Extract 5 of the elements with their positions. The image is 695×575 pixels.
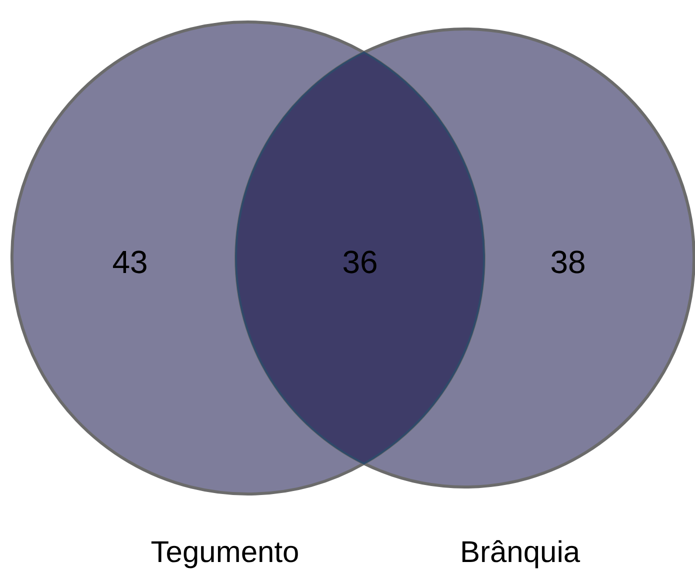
set-label: Tegumento xyxy=(150,538,300,568)
count-label: 43 xyxy=(112,246,148,278)
set-label: Brânquia xyxy=(460,538,580,568)
count-label: 38 xyxy=(550,246,586,278)
count-label: 36 xyxy=(342,246,378,278)
